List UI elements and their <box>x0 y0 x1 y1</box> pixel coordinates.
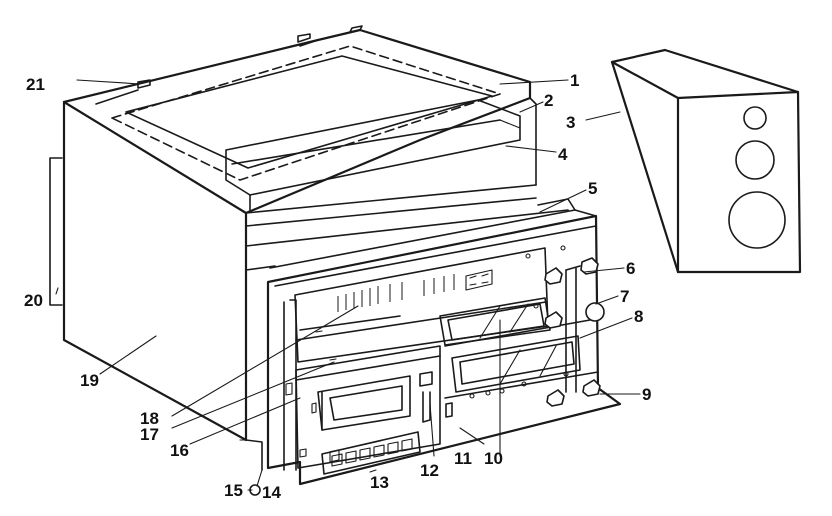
washer-part <box>249 484 261 496</box>
callout-2: 2 <box>544 91 553 110</box>
callout-19: 19 <box>80 371 99 390</box>
callout-15: 15 <box>224 481 243 500</box>
callout-16: 16 <box>170 441 189 460</box>
callout-4: 4 <box>558 145 568 164</box>
callout-20: 20 <box>24 291 43 310</box>
transport-keys <box>321 431 421 475</box>
callout-10: 10 <box>484 449 503 468</box>
callout-18: 18 <box>140 409 159 428</box>
callout-6: 6 <box>626 259 635 278</box>
callout-1: 1 <box>570 71 579 90</box>
cabinet-body <box>49 25 569 471</box>
callout-17: 17 <box>140 425 159 444</box>
callout-21: 21 <box>26 75 45 94</box>
control-knobs <box>544 257 605 407</box>
callout-5: 5 <box>588 179 597 198</box>
leader-lines <box>55 79 641 491</box>
callout-12: 12 <box>420 461 439 480</box>
speaker-cabinet <box>610 48 802 274</box>
callout-13: 13 <box>370 473 389 492</box>
callout-14: 14 <box>262 483 281 502</box>
callout-7: 7 <box>620 287 629 306</box>
callout-8: 8 <box>634 307 643 326</box>
front-panel <box>266 198 622 486</box>
callout-9: 9 <box>642 385 651 404</box>
callout-labels: 21 1 2 3 4 5 6 7 8 9 10 11 12 13 14 15 1… <box>24 71 651 502</box>
callout-11: 11 <box>454 449 472 468</box>
callout-3: 3 <box>566 113 575 132</box>
